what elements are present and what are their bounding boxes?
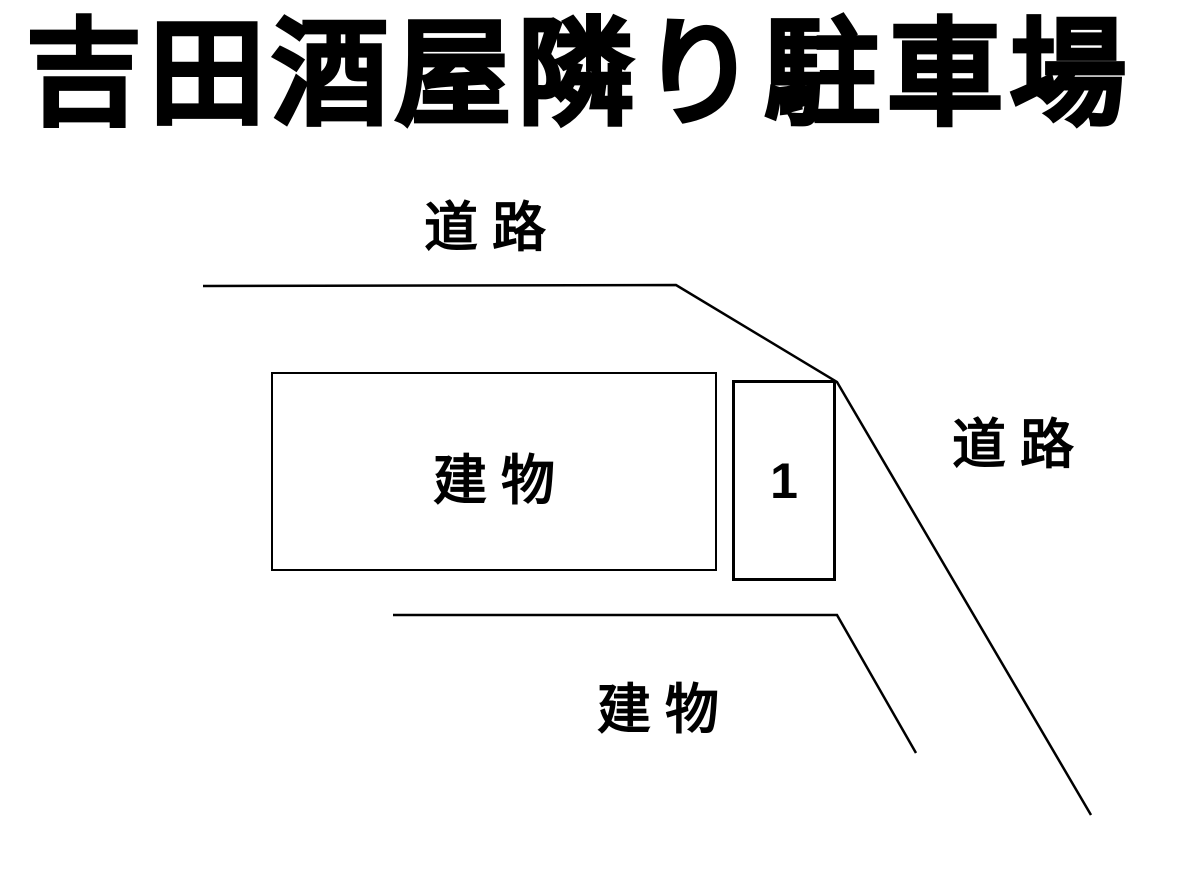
adjacent-building-label: 建物: [597, 680, 733, 740]
building-label: 建物: [433, 450, 569, 511]
parking-space-1: 1: [732, 380, 836, 581]
building-block: 建物: [271, 372, 717, 571]
parking-space-number: 1: [770, 452, 798, 509]
road-edge-line: [202, 283, 1093, 816]
page-title: 吉田酒屋隣り駐車場: [25, 9, 1133, 139]
site-boundary-bottom-line: [393, 613, 918, 754]
road-label-right: 道路: [952, 415, 1088, 475]
road-label-top: 道路: [424, 198, 560, 258]
